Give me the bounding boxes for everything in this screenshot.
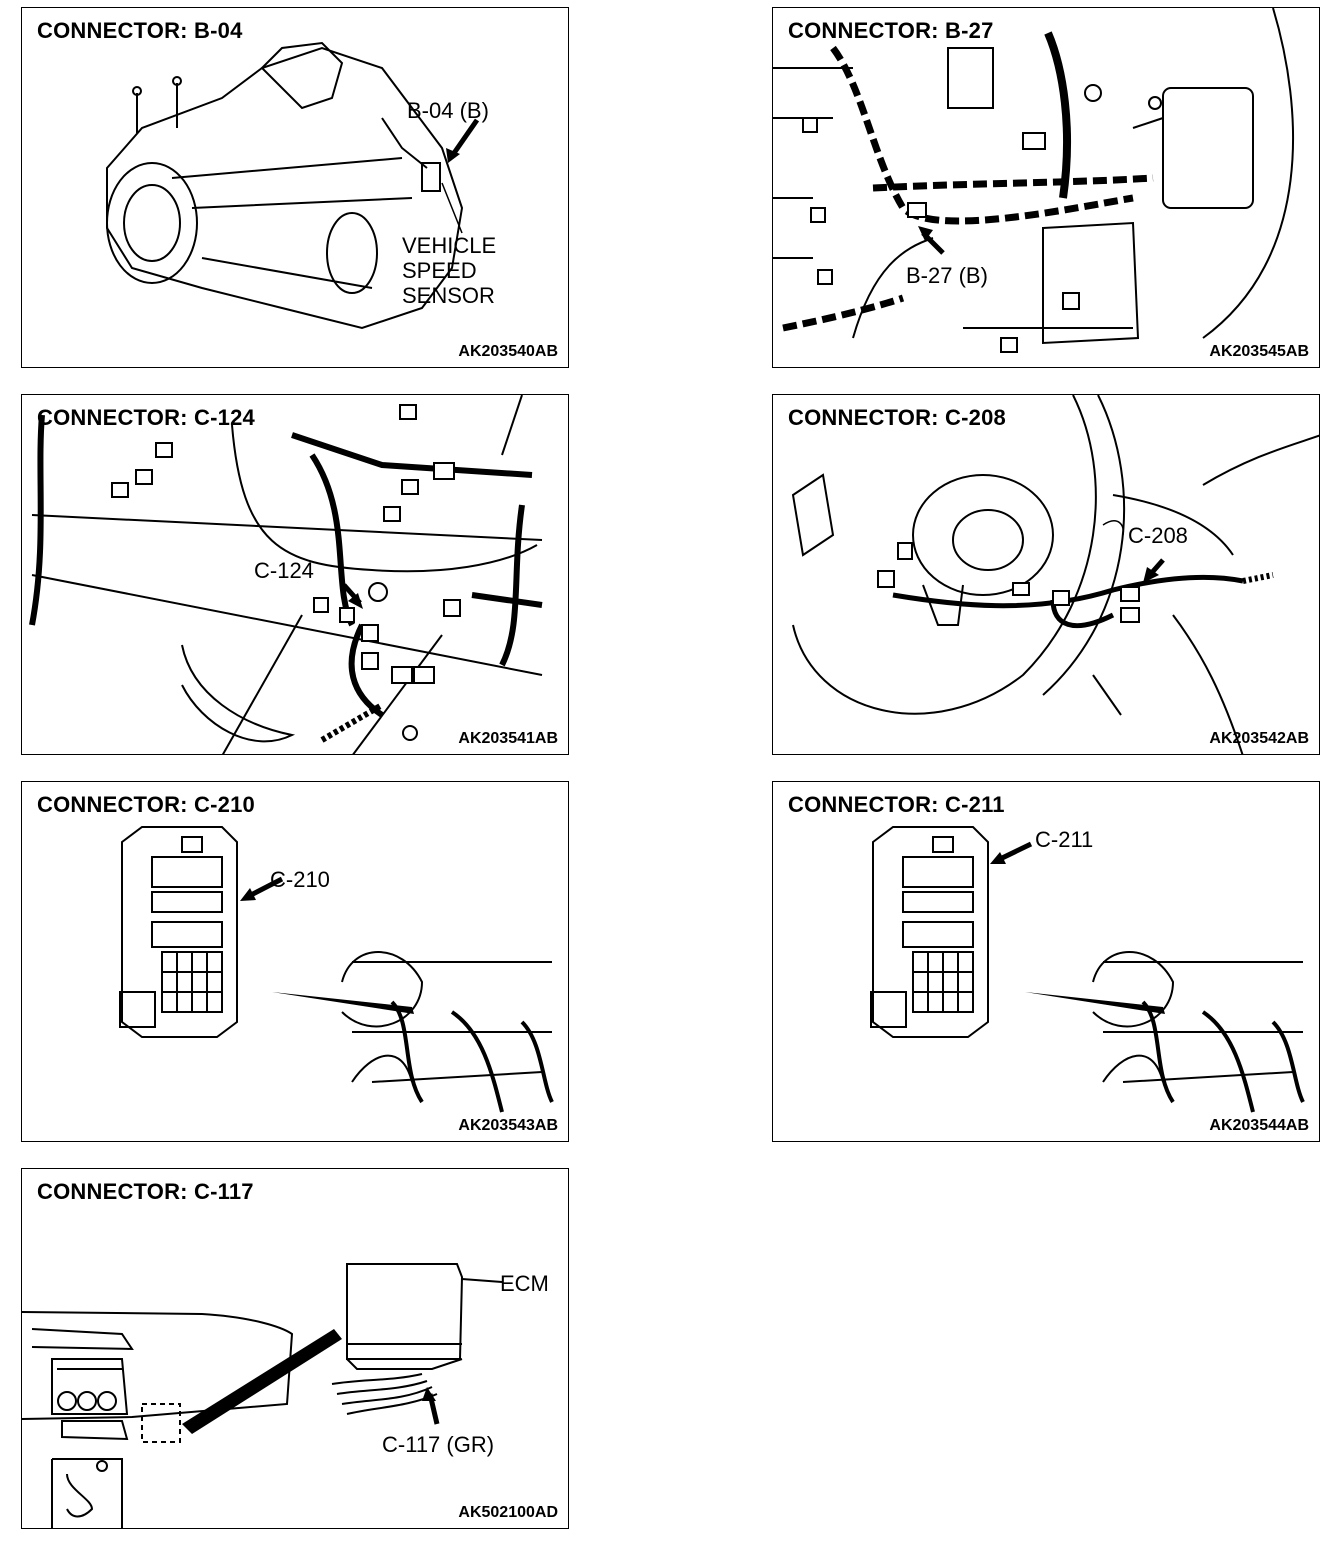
figure-code: AK203544AB	[1209, 1117, 1309, 1134]
figure-code: AK203545AB	[1209, 343, 1309, 360]
panel-connector-c208: CONNECTOR: C-208 C-208 AK203542AB	[772, 394, 1320, 755]
panel-title: CONNECTOR: C-117	[37, 1179, 254, 1204]
panel-title: CONNECTOR: B-04	[37, 18, 243, 43]
ecm-label: ECM	[500, 1271, 549, 1296]
connector-callout: C-208	[1128, 523, 1188, 548]
steering-column-illustration	[791, 395, 1319, 754]
panel-connector-c211: CONNECTOR: C-211 C-211 AK203544AB	[772, 781, 1320, 1142]
connector-callout: C-211	[1035, 827, 1094, 852]
connector-callout: B-04 (B)	[407, 98, 489, 123]
figure-code: AK203541AB	[458, 730, 558, 747]
figure-code: AK502100AD	[458, 1504, 558, 1521]
figure-code: AK203543AB	[458, 1117, 558, 1134]
ecm-location-illustration	[22, 1263, 503, 1528]
figure-code: AK203540AB	[458, 343, 558, 360]
panel-title: CONNECTOR: B-27	[788, 18, 994, 43]
panel-title: CONNECTOR: C-124	[37, 405, 255, 430]
sensor-label-line3: SENSOR	[402, 283, 495, 308]
dash-harness-illustration	[29, 395, 543, 754]
transaxle-illustration	[106, 41, 480, 330]
connector-callout: C-210	[270, 867, 330, 892]
panel-connector-c117: CONNECTOR: C-117 ECM C-117 (GR) AK502100…	[21, 1168, 569, 1529]
junction-block-illustration	[119, 826, 554, 1113]
figure-code: AK203542AB	[1209, 730, 1309, 747]
panel-title: CONNECTOR: C-210	[37, 792, 255, 817]
sensor-label-line2: SPEED	[402, 258, 477, 283]
panel-connector-c210: CONNECTOR: C-210 C-210 AK203543AB	[21, 781, 569, 1142]
panel-title: CONNECTOR: C-211	[788, 792, 1005, 817]
junction-block-illustration	[870, 826, 1305, 1113]
panel-title: CONNECTOR: C-208	[788, 405, 1006, 430]
connector-callout: C-124	[254, 558, 314, 583]
sensor-label-line1: VEHICLE	[402, 233, 497, 258]
panel-connector-b04: CONNECTOR: B-04 B-04 (B) VEHICLE SPEED S…	[21, 7, 569, 368]
panel-connector-c124: CONNECTOR: C-124 C-124 AK203541AB	[21, 394, 569, 755]
engine-bay-harness-illustration	[773, 8, 1294, 353]
panel-connector-b27: CONNECTOR: B-27 B-27 (B) AK203545AB	[772, 7, 1320, 368]
connector-callout: B-27 (B)	[906, 263, 988, 288]
connector-callout: C-117 (GR)	[382, 1432, 495, 1457]
